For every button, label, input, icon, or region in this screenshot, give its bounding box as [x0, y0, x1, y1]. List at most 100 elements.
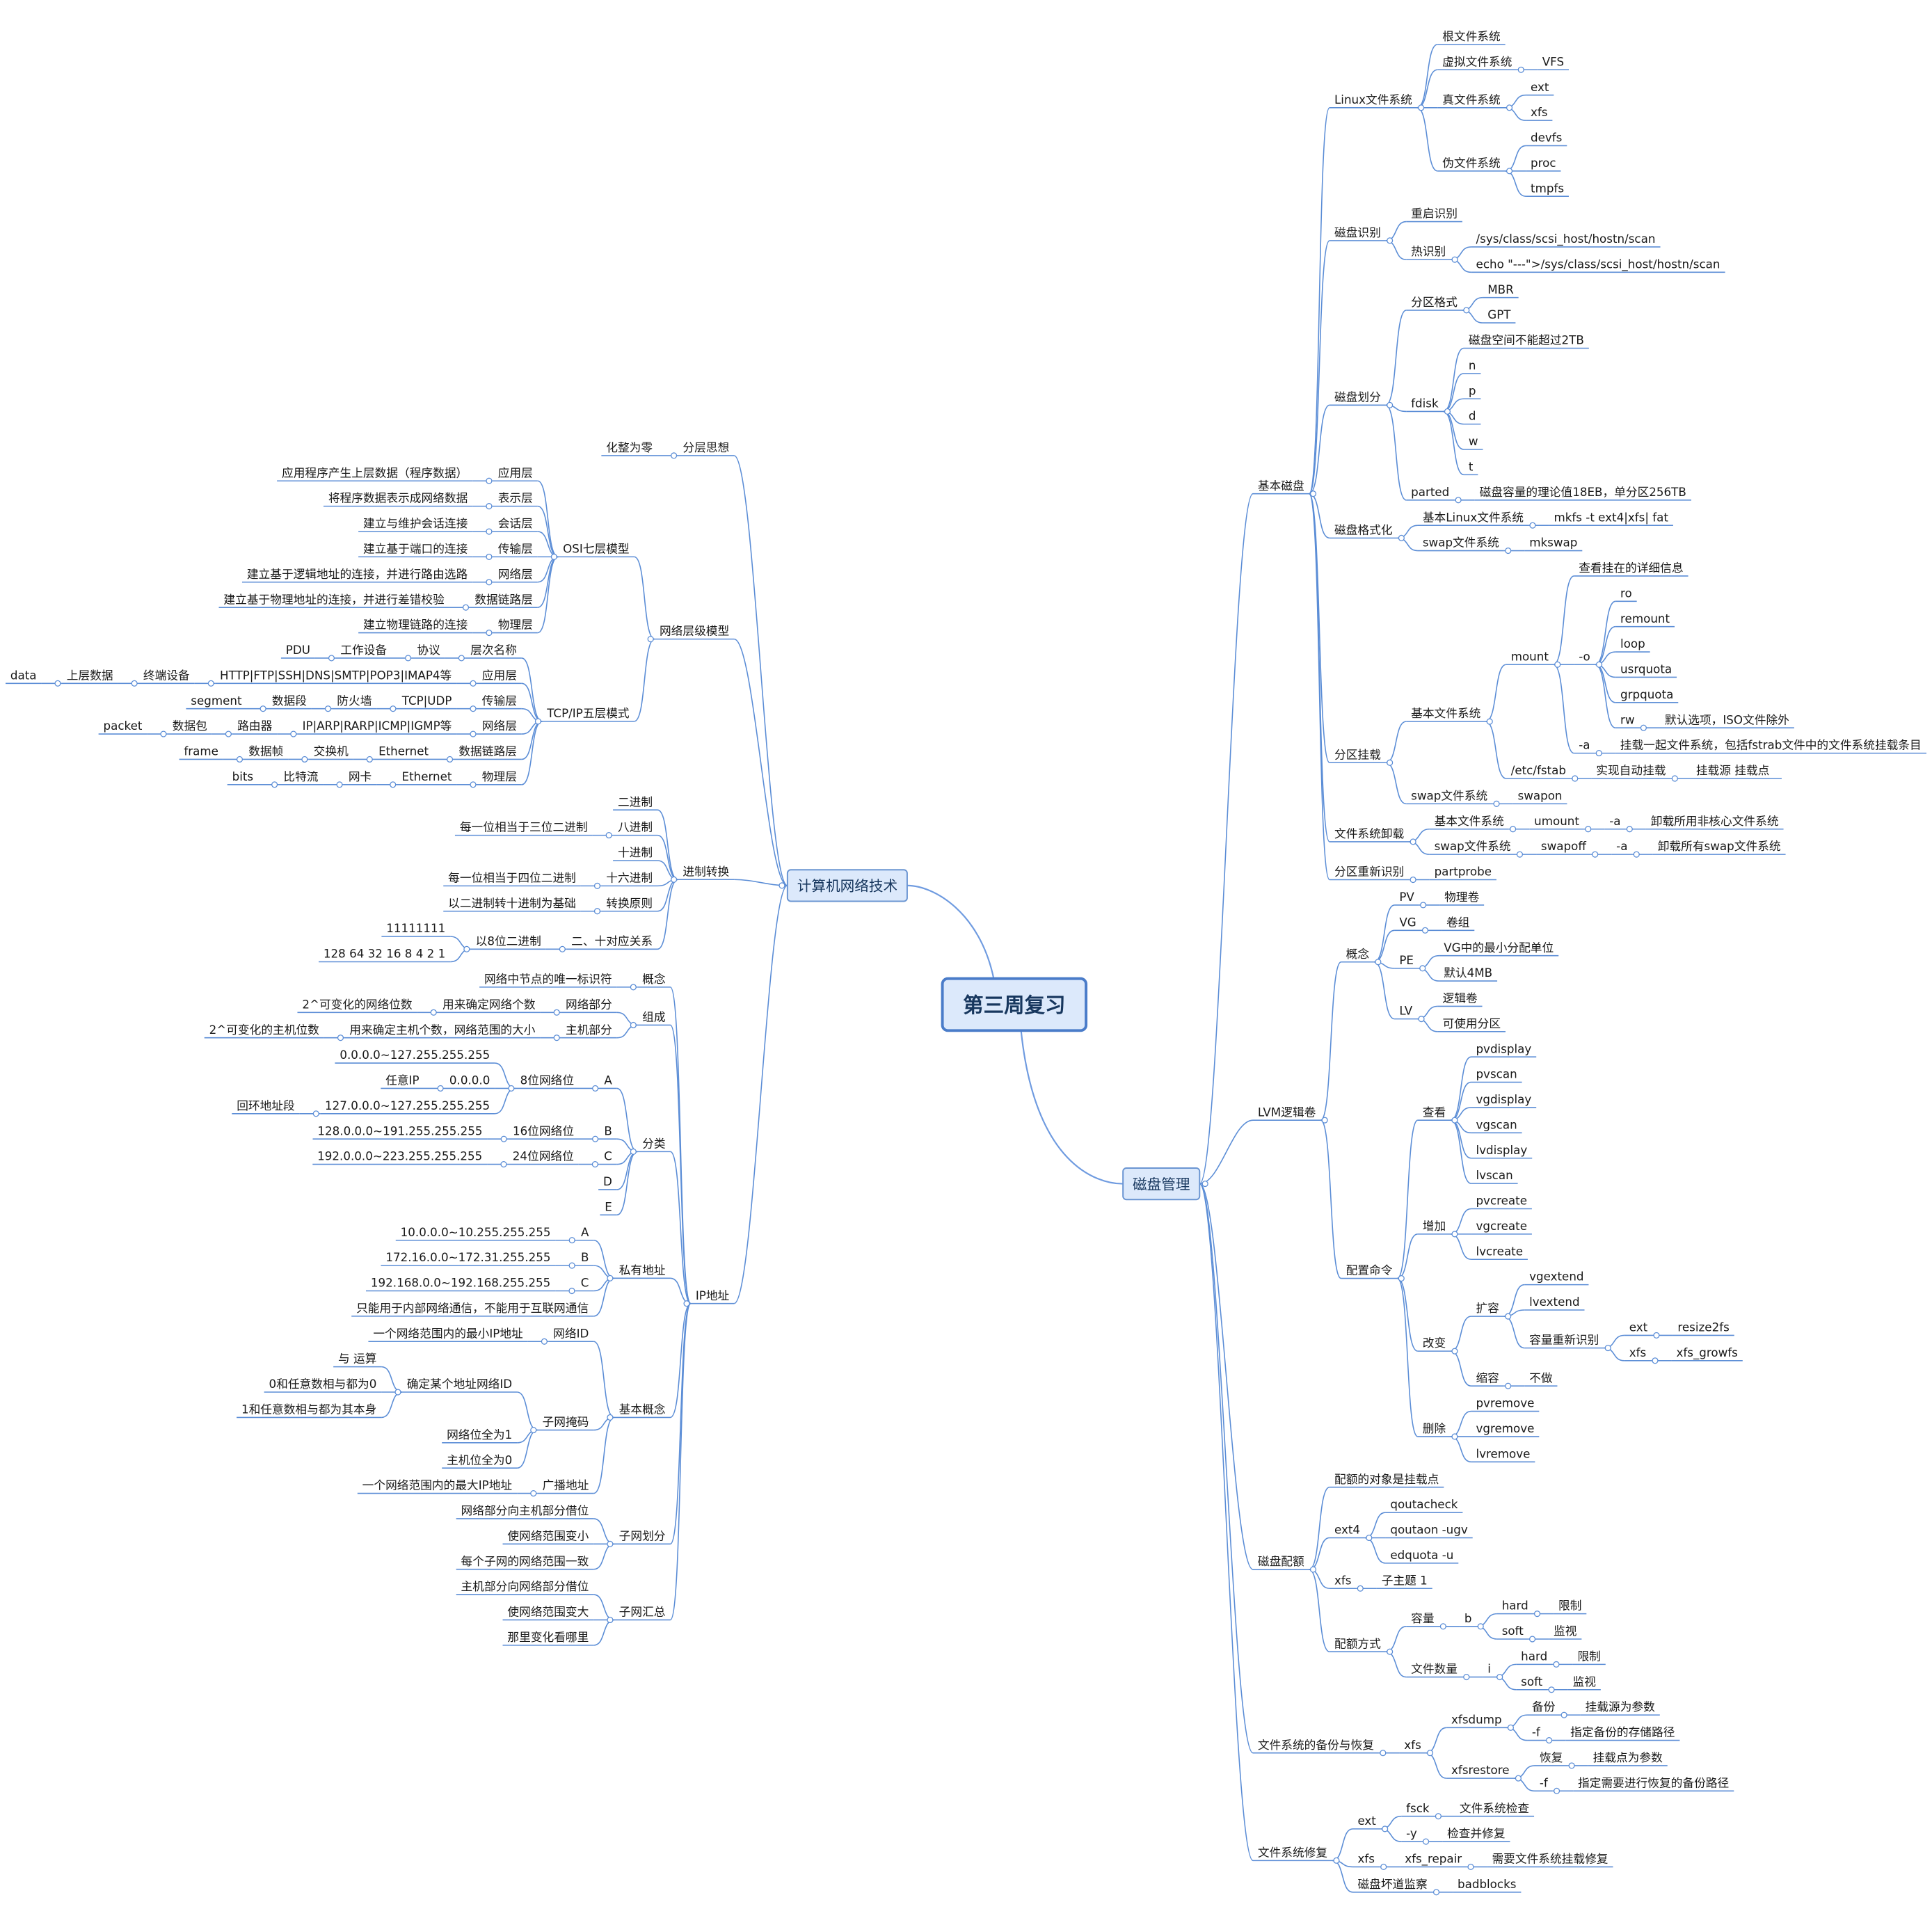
topic-soft[interactable]: soft	[1502, 1624, 1524, 1638]
topic-10-0-0-0-10-255-255-255[interactable]: 10.0.0.0~10.255.255.255	[401, 1225, 551, 1239]
topic-topic[interactable]: 传输层	[498, 541, 533, 555]
topic-lvm[interactable]: LVM逻辑卷	[1258, 1105, 1316, 1119]
collapse-toggle-icon[interactable]	[1467, 1863, 1474, 1871]
collapse-toggle-icon[interactable]	[671, 452, 678, 459]
topic-pv[interactable]: PV	[1399, 890, 1414, 904]
topic-topic[interactable]: 虚拟文件系统	[1442, 54, 1512, 68]
topic-topic[interactable]: 磁盘格式化	[1334, 522, 1393, 536]
topic-topic[interactable]: 文件系统检查	[1460, 1801, 1530, 1815]
topic-topic[interactable]: 回环地址段	[237, 1099, 295, 1112]
topic-topic[interactable]: 分层思想	[682, 440, 729, 454]
collapse-toggle-icon[interactable]	[1420, 902, 1427, 909]
topic-topic[interactable]: 文件系统修复	[1258, 1845, 1328, 1859]
topic-topic[interactable]: 十六进制	[606, 870, 653, 884]
root-topic-box[interactable]	[941, 977, 1088, 1032]
topic-topic[interactable]: 那里变化看哪里	[507, 1630, 589, 1644]
topic-http-ftp-ssh-dns-smtp-pop3-imap4[interactable]: HTTP|FTP|SSH|DNS|SMTP|POP3|IMAP4等	[220, 668, 452, 682]
topic-ip[interactable]: 一个网络范围内的最小IP地址	[373, 1326, 523, 1340]
collapse-toggle-icon[interactable]	[1533, 1611, 1541, 1618]
collapse-toggle-icon[interactable]	[607, 1275, 614, 1281]
collapse-toggle-icon[interactable]	[593, 908, 601, 915]
topic-hard[interactable]: hard	[1521, 1649, 1547, 1663]
topic-o[interactable]: -o	[1579, 649, 1590, 663]
collapse-toggle-icon[interactable]	[225, 730, 232, 737]
topic-topic[interactable]: 查看	[1423, 1105, 1446, 1119]
collapse-toggle-icon[interactable]	[486, 629, 493, 637]
topic-ip-arp-rarp-icmp-igmp[interactable]: IP|ARP|RARP|ICMP|IGMP等	[303, 719, 452, 733]
topic-pvremove[interactable]: pvremove	[1476, 1396, 1534, 1410]
topic-topic[interactable]: 文件系统卸载	[1334, 826, 1405, 840]
collapse-toggle-icon[interactable]	[1432, 1889, 1440, 1896]
collapse-toggle-icon[interactable]	[1633, 851, 1640, 858]
topic-topic[interactable]: 交换机	[314, 744, 349, 758]
topic-topic[interactable]: 使网络范围变小	[507, 1528, 589, 1542]
topic-segment[interactable]: segment	[191, 694, 242, 708]
topic-topic[interactable]: 改变	[1423, 1336, 1446, 1350]
topic-mkfs-t-ext4-xfs-fat[interactable]: mkfs -t ext4|xfs| fat	[1554, 510, 1668, 524]
collapse-toggle-icon[interactable]	[541, 1338, 548, 1345]
collapse-toggle-icon[interactable]	[394, 1389, 401, 1396]
topic-edquota-u[interactable]: edquota -u	[1390, 1548, 1453, 1562]
topic-topic[interactable]: 私有地址	[619, 1263, 666, 1277]
collapse-toggle-icon[interactable]	[1201, 1181, 1208, 1188]
root-topic[interactable]: 第三周复习	[963, 993, 1065, 1017]
collapse-toggle-icon[interactable]	[1439, 1623, 1446, 1630]
topic-127-0-0-0-127-255-255-255[interactable]: 127.0.0.0~127.255.255.255	[325, 1099, 490, 1112]
topic-topic[interactable]: 限制	[1577, 1649, 1600, 1663]
topic-osi[interactable]: OSI七层模型	[563, 541, 630, 555]
topic-pdu[interactable]: PDU	[286, 643, 310, 657]
topic-128-64-32-16-8-4-2-1[interactable]: 128 64 32 16 8 4 2 1	[324, 947, 445, 961]
collapse-toggle-icon[interactable]	[508, 1085, 515, 1092]
collapse-toggle-icon[interactable]	[1455, 497, 1462, 504]
collapse-toggle-icon[interactable]	[1357, 1585, 1364, 1592]
collapse-toggle-icon[interactable]	[1506, 168, 1513, 175]
topic-0-0[interactable]: 0和任意数相与都为0	[269, 1377, 376, 1391]
collapse-toggle-icon[interactable]	[1604, 1345, 1611, 1352]
topic-lvcreate[interactable]: lvcreate	[1476, 1244, 1523, 1258]
topic-frame[interactable]: frame	[184, 744, 218, 758]
topic-topic[interactable]: 缩容	[1476, 1371, 1499, 1384]
topic-topic[interactable]: 物理卷	[1444, 890, 1479, 904]
collapse-toggle-icon[interactable]	[1529, 1636, 1536, 1643]
collapse-toggle-icon[interactable]	[1516, 851, 1524, 858]
topic-xfs[interactable]: xfs	[1334, 1573, 1351, 1587]
topic-echo-sys-class-scsi-host-hostn-scan[interactable]: echo "---">/sys/class/scsi_host/hostn/sc…	[1476, 257, 1721, 271]
collapse-toggle-icon[interactable]	[1568, 1762, 1575, 1769]
topic-usrquota[interactable]: usrquota	[1620, 662, 1672, 676]
topic-topic[interactable]: 数据链路层	[474, 592, 533, 606]
topic-topic[interactable]: 分类	[642, 1136, 666, 1150]
collapse-toggle-icon[interactable]	[462, 604, 470, 611]
topic-c[interactable]: C	[581, 1276, 589, 1290]
collapse-toggle-icon[interactable]	[671, 876, 678, 883]
collapse-toggle-icon[interactable]	[131, 680, 138, 687]
topic-vfs[interactable]: VFS	[1542, 54, 1564, 68]
collapse-toggle-icon[interactable]	[1505, 1313, 1512, 1320]
topic-fdisk[interactable]: fdisk	[1411, 397, 1439, 410]
collapse-toggle-icon[interactable]	[437, 1085, 444, 1092]
collapse-toggle-icon[interactable]	[559, 945, 566, 952]
topic-2tb[interactable]: 磁盘空间不能超过2TB	[1469, 333, 1584, 347]
topic-topic[interactable]: 基本概念	[619, 1403, 666, 1416]
collapse-toggle-icon[interactable]	[591, 1161, 598, 1168]
topic-remount[interactable]: remount	[1620, 612, 1670, 625]
collapse-toggle-icon[interactable]	[1427, 1750, 1434, 1757]
topic-topic[interactable]: 指定备份的存储路径	[1570, 1725, 1675, 1739]
topic-topic[interactable]: 扩容	[1476, 1301, 1499, 1315]
topic-topic[interactable]: 配置命令	[1346, 1263, 1393, 1277]
topic-2[interactable]: 2^可变化的网络位数	[302, 997, 413, 1011]
topic-topic[interactable]: 广播地址	[543, 1478, 589, 1492]
topic-proc[interactable]: proc	[1531, 156, 1556, 170]
topic-ip[interactable]: IP地址	[696, 1288, 730, 1302]
collapse-toggle-icon[interactable]	[1595, 750, 1602, 757]
topic-mbr[interactable]: MBR	[1487, 282, 1514, 296]
collapse-toggle-icon[interactable]	[607, 1540, 614, 1547]
topic-qoutaon-ugv[interactable]: qoutaon -ugv	[1390, 1523, 1468, 1537]
collapse-toggle-icon[interactable]	[1517, 66, 1524, 73]
collapse-toggle-icon[interactable]	[1592, 851, 1599, 858]
topic-packet[interactable]: packet	[104, 719, 143, 733]
topic-id[interactable]: 确定某个地址网络ID	[407, 1377, 512, 1391]
topic-tcp-ip[interactable]: TCP/IP五层模式	[546, 706, 630, 720]
topic-topic[interactable]: 网卡	[349, 769, 372, 783]
collapse-toggle-icon[interactable]	[1515, 1775, 1522, 1782]
topic-topic[interactable]: 网络层	[482, 719, 517, 733]
